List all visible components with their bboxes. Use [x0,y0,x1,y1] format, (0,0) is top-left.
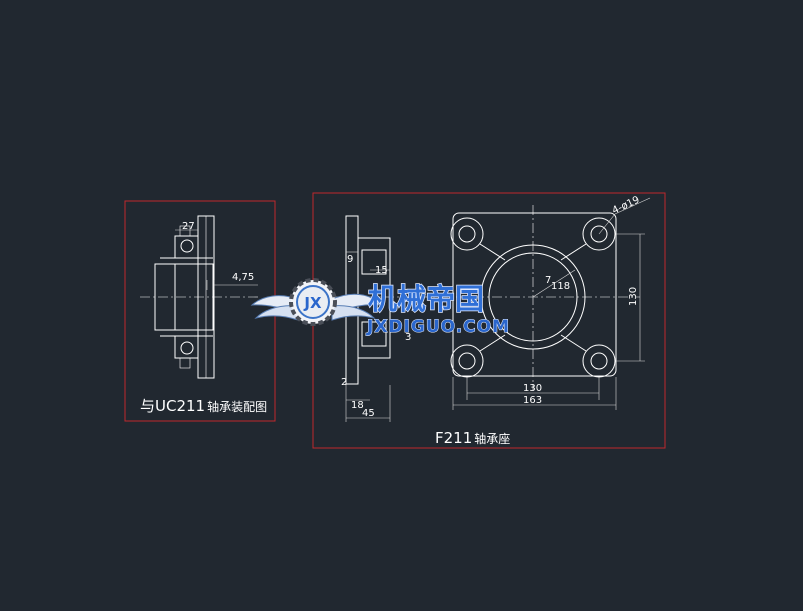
logo-badge: JX [303,294,322,312]
dim-side-9: 9 [347,254,353,265]
bolt-hole-tl [458,225,476,243]
left-drawing-frame [124,200,276,422]
housing-front-view: 4-ø19 7 118 130 130 163 [420,195,651,410]
dim-inner-width: 130 [523,383,542,394]
logo-en-text: JXDIGUO.COM [366,317,510,337]
bearing-ball-bottom [180,341,194,355]
watermark-logo: JX 机械帝国 JXDIGUO.COM [250,278,510,338]
bolt-hole-br [590,352,608,370]
dim-angle: 7 [545,275,551,286]
dim-side-3: 3 [405,332,411,343]
dim-holes: 4-ø19 [611,195,642,217]
dim-height: 130 [628,287,639,306]
housing-outline [452,212,617,377]
logo-cn-text: 机械帝国 [368,282,484,316]
dim-bore: 118 [551,281,570,292]
bolt-hole-bl [458,352,476,370]
dim-4-75: 4,75 [232,272,254,283]
housing-hub-bottom [174,335,199,359]
dim-side-45: 45 [362,408,375,419]
assembly-section-view: 27 4,75 [140,215,260,379]
dim-outer-width: 163 [523,395,542,406]
dim-side-18: 18 [351,400,364,411]
dim-side-2: 2 [341,377,347,388]
housing-hub-top [174,235,199,259]
bearing-ball-top [180,239,194,253]
dim-27: 27 [182,221,195,232]
bolt-hole-tr [590,225,608,243]
dim-side-15: 15 [375,265,388,276]
